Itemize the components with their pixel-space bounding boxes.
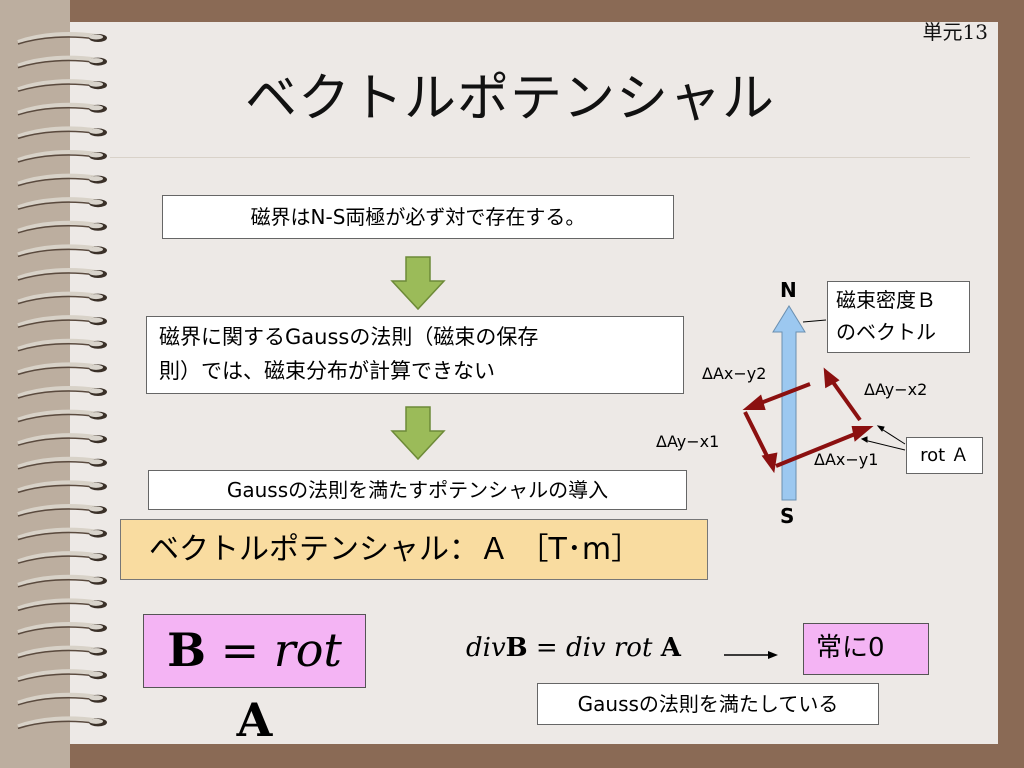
arrow-dAx-y2 [757, 382, 811, 406]
div-term: div [466, 633, 506, 663]
page-title: ベクトルポテンシャル [244, 69, 775, 129]
north-label: N [780, 278, 797, 302]
div-equals: = [527, 633, 566, 663]
ring-icon [17, 291, 107, 305]
notebook-rings [17, 32, 107, 730]
gauss-note: Gaussの法則を満たしている [537, 683, 879, 725]
right-arrow-icon [724, 651, 778, 659]
ring-icon [17, 551, 107, 564]
formula-A: A [236, 693, 273, 747]
ring-icon [17, 244, 107, 258]
ring-icon [17, 197, 107, 210]
title-divider [110, 157, 970, 158]
south-label: S [780, 504, 795, 528]
arrow-dAy-x1 [743, 411, 772, 463]
ring-icon [17, 79, 107, 92]
unit-label: 単元13 [922, 20, 988, 44]
label-dAx-y2: ΔAx−y2 [702, 364, 767, 383]
label-dAy-x2: ΔAy−x2 [864, 380, 928, 399]
ring-icon [17, 338, 107, 352]
flux-arrow-icon [772, 305, 806, 501]
ring-icon [17, 173, 107, 187]
ring-icon [17, 692, 107, 706]
ring-icon [17, 102, 107, 116]
b-field-label: 磁束密度Ｂ のベクトル [827, 281, 970, 353]
formula-rot: rot [273, 623, 342, 677]
ring-icon [17, 433, 107, 446]
ring-icon [17, 598, 107, 612]
ring-icon [17, 268, 107, 281]
ring-icon [17, 574, 107, 588]
label-dAx-y1: ΔAx−y1 [814, 450, 879, 469]
ring-icon [17, 220, 107, 234]
divergence-equation: divB = div rot A [466, 633, 681, 663]
arrow-dAx-y1 [775, 430, 861, 468]
div-rot-term: div rot [565, 633, 661, 663]
ring-icon [17, 669, 107, 682]
ring-icon [17, 126, 107, 140]
ring-icon [17, 504, 107, 517]
formula-B: B [167, 623, 206, 677]
ring-icon [17, 456, 107, 470]
ring-icon [17, 362, 107, 376]
ring-icon [17, 386, 107, 399]
div-B: B [505, 633, 528, 663]
formula-equals: = [205, 623, 274, 677]
flow-step-2-line2: 則）では、磁束分布が計算できない [159, 359, 495, 383]
flow-step-2: 磁界に関するGaussの法則（磁束の保存 則）では、磁束分布が計算できない [146, 316, 684, 394]
flow-step-2-line1: 磁界に関するGaussの法則（磁束の保存 [159, 325, 539, 349]
arrow-dAy-x2 [828, 376, 862, 422]
down-arrow-icon [390, 256, 446, 311]
rot-A-label: rot Ａ [906, 437, 983, 474]
ring-icon [17, 32, 107, 45]
flow-step-1: 磁界はN-S両極が必ず対で存在する。 [162, 195, 674, 239]
ring-icon [17, 409, 107, 423]
ring-icon [17, 150, 107, 163]
ring-icon [17, 480, 107, 494]
b-field-line2: のベクトル [836, 320, 936, 344]
ring-icon [17, 716, 107, 730]
always-zero-result: 常に0 [803, 623, 929, 675]
div-A: A [660, 633, 681, 663]
ring-icon [17, 527, 107, 541]
ring-icon [17, 622, 107, 635]
vector-potential-definition: ベクトルポテンシャル：Ａ ［T･m］ [120, 519, 708, 580]
ring-icon [17, 315, 107, 328]
flow-step-3: Gaussの法則を満たすポテンシャルの導入 [148, 470, 687, 510]
b-field-line1: 磁束密度Ｂ [836, 288, 936, 312]
ring-icon [17, 55, 107, 69]
ring-icon [17, 645, 107, 659]
down-arrow-icon [390, 406, 446, 461]
label-dAy-x1: ΔAy−x1 [656, 432, 720, 451]
main-formula: B = rot A [143, 614, 366, 747]
